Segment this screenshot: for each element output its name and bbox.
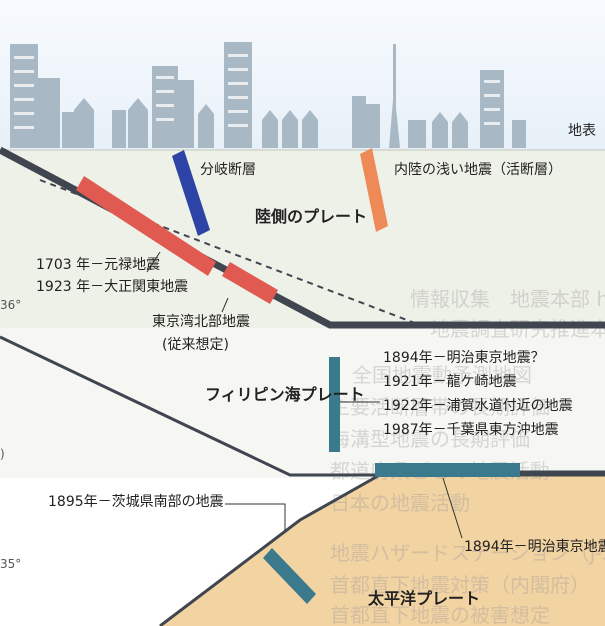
pacific-plate-area	[160, 472, 605, 626]
inland-active-fault	[360, 148, 388, 232]
event-1894: 1894年－明治東京地震？	[383, 350, 545, 366]
event-1987: 1987年－千葉県東方沖地震	[383, 422, 559, 438]
kanto-label: 1923 年－大正関東地震	[36, 279, 188, 295]
event-1921: 1921年－龍ケ崎地震	[383, 373, 517, 390]
land-plate-area	[0, 150, 605, 328]
pacific-deep-marker	[263, 548, 316, 604]
philippine-plate-area	[0, 328, 605, 478]
pacific-plate-label: 太平洋プレート	[367, 589, 480, 608]
pacific-1894-label: 1894年－明治東京地震？	[464, 539, 605, 555]
bg-text-line: 地震調査研究推進本部	[430, 317, 605, 341]
surface-label: 地表	[568, 123, 596, 139]
bg-text-line: 海溝型地震の長期評価	[330, 427, 530, 451]
branch-fault	[172, 150, 210, 236]
tokyo-bay-north-note: (従来想定)	[162, 337, 229, 353]
tokyo-bay-north-label: 東京湾北部地震	[152, 313, 250, 330]
building-windows	[14, 54, 500, 129]
bg-text-line: 首都直下地震対策（内閣府）	[330, 573, 590, 597]
edge-mark-35: 35°	[0, 557, 21, 571]
tokyo-bay-north-zone	[222, 262, 278, 304]
bg-text-line: 全国地震動予測地図	[352, 363, 532, 387]
kanto-genroku-rupture-zone	[76, 176, 216, 276]
ibaraki-1895-label: 1895年－茨城県南部の地震	[48, 494, 224, 510]
edge-mark-paren: )	[0, 447, 5, 461]
bg-text-line: 情報収集 地震本部 https://www.jishin.go.jp	[410, 287, 605, 311]
bg-text-line: 日本の地震活動	[330, 491, 470, 515]
background-watermark-text: 情報収集 地震本部 https://www.jishin.go.jp 地震調査研…	[330, 287, 605, 626]
branch-fault-label: 分岐断層	[200, 162, 256, 178]
bg-text-line: 首都直下地震の被害想定	[330, 603, 550, 626]
city-skyline	[10, 42, 526, 148]
genroku-label: 1703 年－元禄地震	[36, 257, 160, 273]
pacific-1894-marker	[375, 463, 520, 477]
event-1922: 1922年－浦賀水道付近の地震	[383, 398, 573, 414]
bg-text-line: 主要活断層帯の長期評価	[330, 395, 550, 419]
land-plate-label: 陸側のプレート	[255, 207, 367, 226]
philippine-plate-label: フィリピン海プレート	[205, 385, 365, 404]
leader-lines	[146, 251, 463, 539]
philippine-events-marker	[329, 357, 340, 452]
edge-mark-36: 36°	[0, 298, 21, 312]
labels: 地表 分岐断層 内陸の浅い地震（活断層） 陸側のプレート 1703 年－元禄地震…	[0, 123, 605, 608]
bg-text-line: 地震ハザードステーション（J-SHIS）	[330, 541, 605, 565]
inland-quake-label: 内陸の浅い地震（活断層）	[394, 162, 562, 178]
